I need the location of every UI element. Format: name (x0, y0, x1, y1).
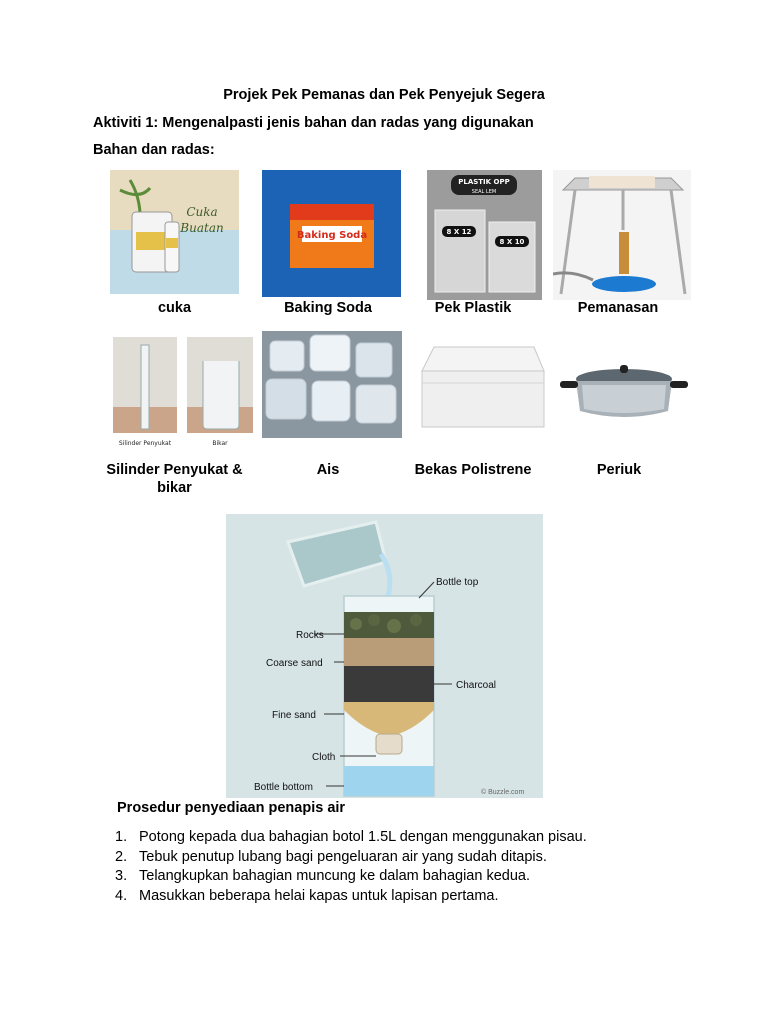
step-text: Tebuk penutup lubang bagi pengeluaran ai… (139, 848, 547, 865)
label-charcoal: Charcoal (456, 680, 496, 691)
label-rocks: Rocks (296, 630, 324, 641)
caption-silinder-penyukat-bikar: Silinder Penyukat & bikar (106, 462, 243, 496)
beaker-image-label: Bikar (212, 440, 228, 447)
cooking-pot-photo (558, 335, 690, 442)
step-number: 3. (115, 868, 128, 884)
procedure-steps: 1. Potong kepada dua bahagian botol 1.5L … (115, 828, 587, 906)
baking-soda-box-photo: Baking Soda (262, 170, 401, 297)
step-number: 4. (115, 887, 128, 904)
plastic-bags-photo: PLASTIK OPP SEAL LEM 8 X 12 8 X 10 (427, 170, 542, 300)
polystyrene-box-photo (414, 337, 549, 437)
materials-heading: Bahan dan radas: (93, 142, 215, 158)
bunsen-burner-tripod-photo (553, 170, 691, 300)
page-title: Projek Pek Pemanas dan Pek Penyejuk Sege… (223, 87, 545, 103)
step-text: Telangkupkan bahagian muncung ke dalam b… (139, 868, 530, 884)
baking-soda-box-label: Baking Soda (297, 230, 367, 241)
label-cloth: Cloth (312, 752, 335, 763)
label-bottle-top: Bottle top (436, 577, 479, 588)
label-fine-sand: Fine sand (272, 710, 316, 721)
caption-periuk: Periuk (596, 462, 642, 478)
activity-heading: Aktiviti 1: Mengenalpasti jenis bahan da… (93, 115, 534, 131)
step-text: Potong kepada dua bahagian botol 1.5L de… (139, 829, 587, 845)
vinegar-label-1: Cuka (186, 205, 217, 219)
vinegar-label-2: Buatan (179, 221, 223, 235)
label-bottle-bottom: Bottle bottom (254, 782, 313, 793)
step-text: Masukkan beberapa helai kapas untuk lapi… (139, 887, 499, 904)
cylinder-image-label: Silinder Penyukat (119, 440, 172, 447)
procedure-heading: Prosedur penyediaan penapis air (117, 800, 346, 816)
list-item: 3. Telangkupkan bahagian muncung ke dalam… (115, 867, 587, 887)
plastic-bag-size-2: 8 X 10 (500, 238, 525, 246)
caption-ais: Ais (316, 462, 340, 478)
caption-baking-soda: Baking Soda (284, 300, 372, 316)
water-filter-diagram: Bottle top Rocks Coarse sand Charcoal Fi… (226, 514, 543, 798)
plastic-bag-size-1: 8 X 12 (447, 228, 472, 236)
step-number: 1. (115, 829, 128, 845)
caption-pemanasan: Pemanasan (577, 300, 659, 316)
list-item: 1. Potong kepada dua bahagian botol 1.5L … (115, 828, 587, 848)
step-number: 2. (115, 848, 128, 865)
caption-bekas-polistrene: Bekas Polistrene (414, 462, 532, 478)
measuring-cylinder-beaker-photo: Silinder Penyukat Bikar (113, 337, 253, 453)
list-item: 2. Tebuk penutup lubang bagi pengeluaran … (115, 848, 587, 868)
list-item: 4. Masukkan beberapa helai kapas untuk la… (115, 887, 587, 907)
label-coarse-sand: Coarse sand (266, 658, 323, 669)
caption-cuka: cuka (157, 300, 192, 316)
diagram-credit: © Buzzle.com (481, 788, 524, 796)
plastic-bag-seal: SEAL LEM (472, 189, 496, 195)
plastic-bag-brand: PLASTIK OPP (458, 178, 510, 186)
caption-pek-plastik: Pek Plastik (434, 300, 512, 316)
vinegar-bottles-photo: Cuka Buatan (110, 170, 239, 294)
ice-cubes-photo (262, 331, 402, 438)
